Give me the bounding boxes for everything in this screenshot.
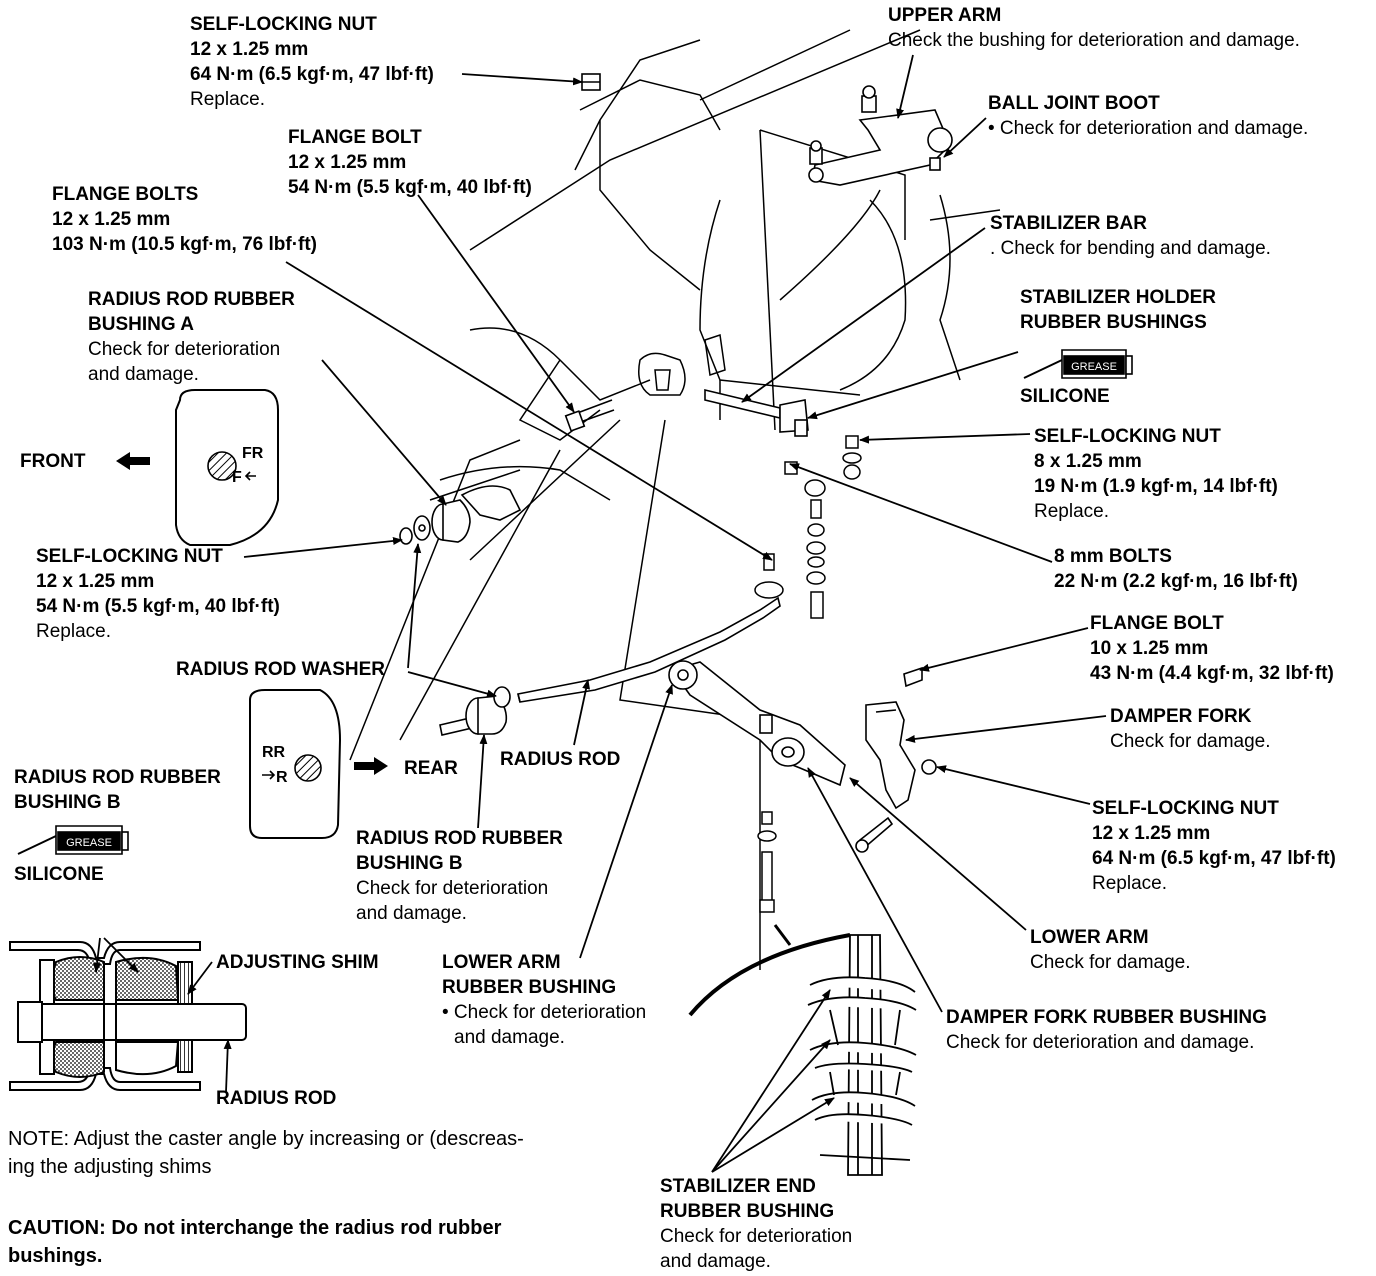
label-rear: REAR	[404, 758, 458, 779]
note-text: NOTE: Adjust the caster angle by increas…	[8, 1125, 524, 1181]
front-arrow-icon	[116, 452, 150, 470]
label-self-locking-nut-left: SELF-LOCKING NUT 12 x 1.25 mm 54 N·m (5.…	[36, 546, 280, 642]
label-adjusting-shim: ADJUSTING SHIM	[216, 952, 379, 973]
damper-fork	[855, 666, 937, 853]
label-stabilizer-holder: STABILIZER HOLDER RUBBER BUSHINGS	[1020, 287, 1216, 333]
plate-b-arrow-icon	[262, 770, 276, 780]
label-8mm-bolts: 8 mm BOLTS 22 N·m (2.2 kgf·m, 16 lbf·ft)	[1054, 546, 1298, 592]
rear-arrow-icon	[354, 757, 388, 775]
caution-text: CAUTION: Do not interchange the radius r…	[8, 1214, 501, 1270]
top-nut	[581, 73, 601, 91]
caution-line-2: bushings.	[8, 1245, 103, 1267]
stabilizer-link-stack	[754, 435, 862, 619]
bushing-cross-section	[9, 941, 247, 1091]
label-self-locking-nut-right: SELF-LOCKING NUT 8 x 1.25 mm 19 N·m (1.9…	[1034, 426, 1278, 522]
leader-lines	[93, 54, 1107, 1173]
label-radius-rod-bushing-b-left: RADIUS ROD RUBBER BUSHING B	[14, 767, 221, 813]
label-flange-bolt-top: FLANGE BOLT 12 x 1.25 mm 54 N·m (5.5 kgf…	[288, 127, 532, 198]
label-flange-bolt-right: FLANGE BOLT 10 x 1.25 mm 43 N·m (4.4 kgf…	[1090, 613, 1334, 684]
label-radius-rod: RADIUS ROD	[500, 749, 621, 770]
label-radius-rod-bushing-b-center: RADIUS ROD RUBBER BUSHING B Check for de…	[356, 828, 563, 924]
label-ball-joint-boot: BALL JOINT BOOT • Check for deterioratio…	[988, 93, 1309, 139]
label-front: FRONT	[20, 451, 86, 472]
bushing-b-assembly	[439, 686, 511, 736]
plate-b-r: R	[276, 769, 288, 786]
caution-line-1: CAUTION: Do not interchange the radius r…	[8, 1217, 502, 1239]
stabilizer-end-detail	[688, 924, 917, 1176]
label-lower-arm-bushing: LOWER ARM RUBBER BUSHING • Check for det…	[442, 952, 647, 1048]
lower-arm	[668, 660, 846, 787]
lower-bolt-stack	[757, 811, 777, 913]
grease-tag-right: GREASE	[1071, 361, 1117, 373]
label-silicone-left: SILICONE	[14, 864, 104, 885]
label-radius-rod-bushing-a: RADIUS ROD RUBBER BUSHING A Check for de…	[88, 289, 295, 385]
label-self-locking-nut-top: SELF-LOCKING NUT 12 x 1.25 mm 64 N·m (6.…	[190, 14, 434, 110]
grease-tube-left-icon	[17, 825, 129, 855]
label-upper-arm: UPPER ARM Check the bushing for deterior…	[888, 5, 1300, 51]
bushing-b-plate	[249, 689, 342, 839]
flange-bolt-upper	[564, 399, 615, 432]
label-stabilizer-end-bushing: STABILIZER END RUBBER BUSHING Check for …	[660, 1176, 853, 1272]
bushing-a-assembly	[399, 485, 522, 545]
strut-housing	[638, 334, 726, 396]
bushing-a-plate	[175, 389, 279, 546]
label-stabilizer-bar: STABILIZER BAR . Check for bending and d…	[990, 213, 1271, 259]
label-self-locking-nut-lower-right: SELF-LOCKING NUT 12 x 1.25 mm 64 N·m (6.…	[1092, 798, 1336, 894]
upper-arm	[808, 85, 953, 186]
plate-a-arrow-icon	[244, 471, 256, 481]
grease-tube-right-icon	[1023, 349, 1133, 379]
label-damper-fork-bushing: DAMPER FORK RUBBER BUSHING Check for det…	[946, 1007, 1267, 1053]
plate-a-f: F	[232, 469, 242, 486]
radius-rod	[517, 596, 781, 703]
label-silicone-right: SILICONE	[1020, 386, 1110, 407]
stabilizer-bar	[704, 388, 809, 437]
label-radius-rod-washer: RADIUS ROD WASHER	[176, 659, 386, 680]
label-radius-rod-inset: RADIUS ROD	[216, 1088, 337, 1109]
note-line-2: ing the adjusting shims	[8, 1156, 212, 1178]
grease-tag-left: GREASE	[66, 837, 112, 849]
plate-a-fr: FR	[242, 445, 264, 462]
plate-b-rr: RR	[262, 744, 286, 761]
label-lower-arm: LOWER ARM Check for damage.	[1030, 927, 1191, 973]
label-damper-fork: DAMPER FORK Check for damage.	[1110, 706, 1271, 752]
label-flange-bolts: FLANGE BOLTS 12 x 1.25 mm 103 N·m (10.5 …	[52, 184, 317, 255]
note-line-1: NOTE: Adjust the caster angle by increas…	[8, 1128, 524, 1150]
